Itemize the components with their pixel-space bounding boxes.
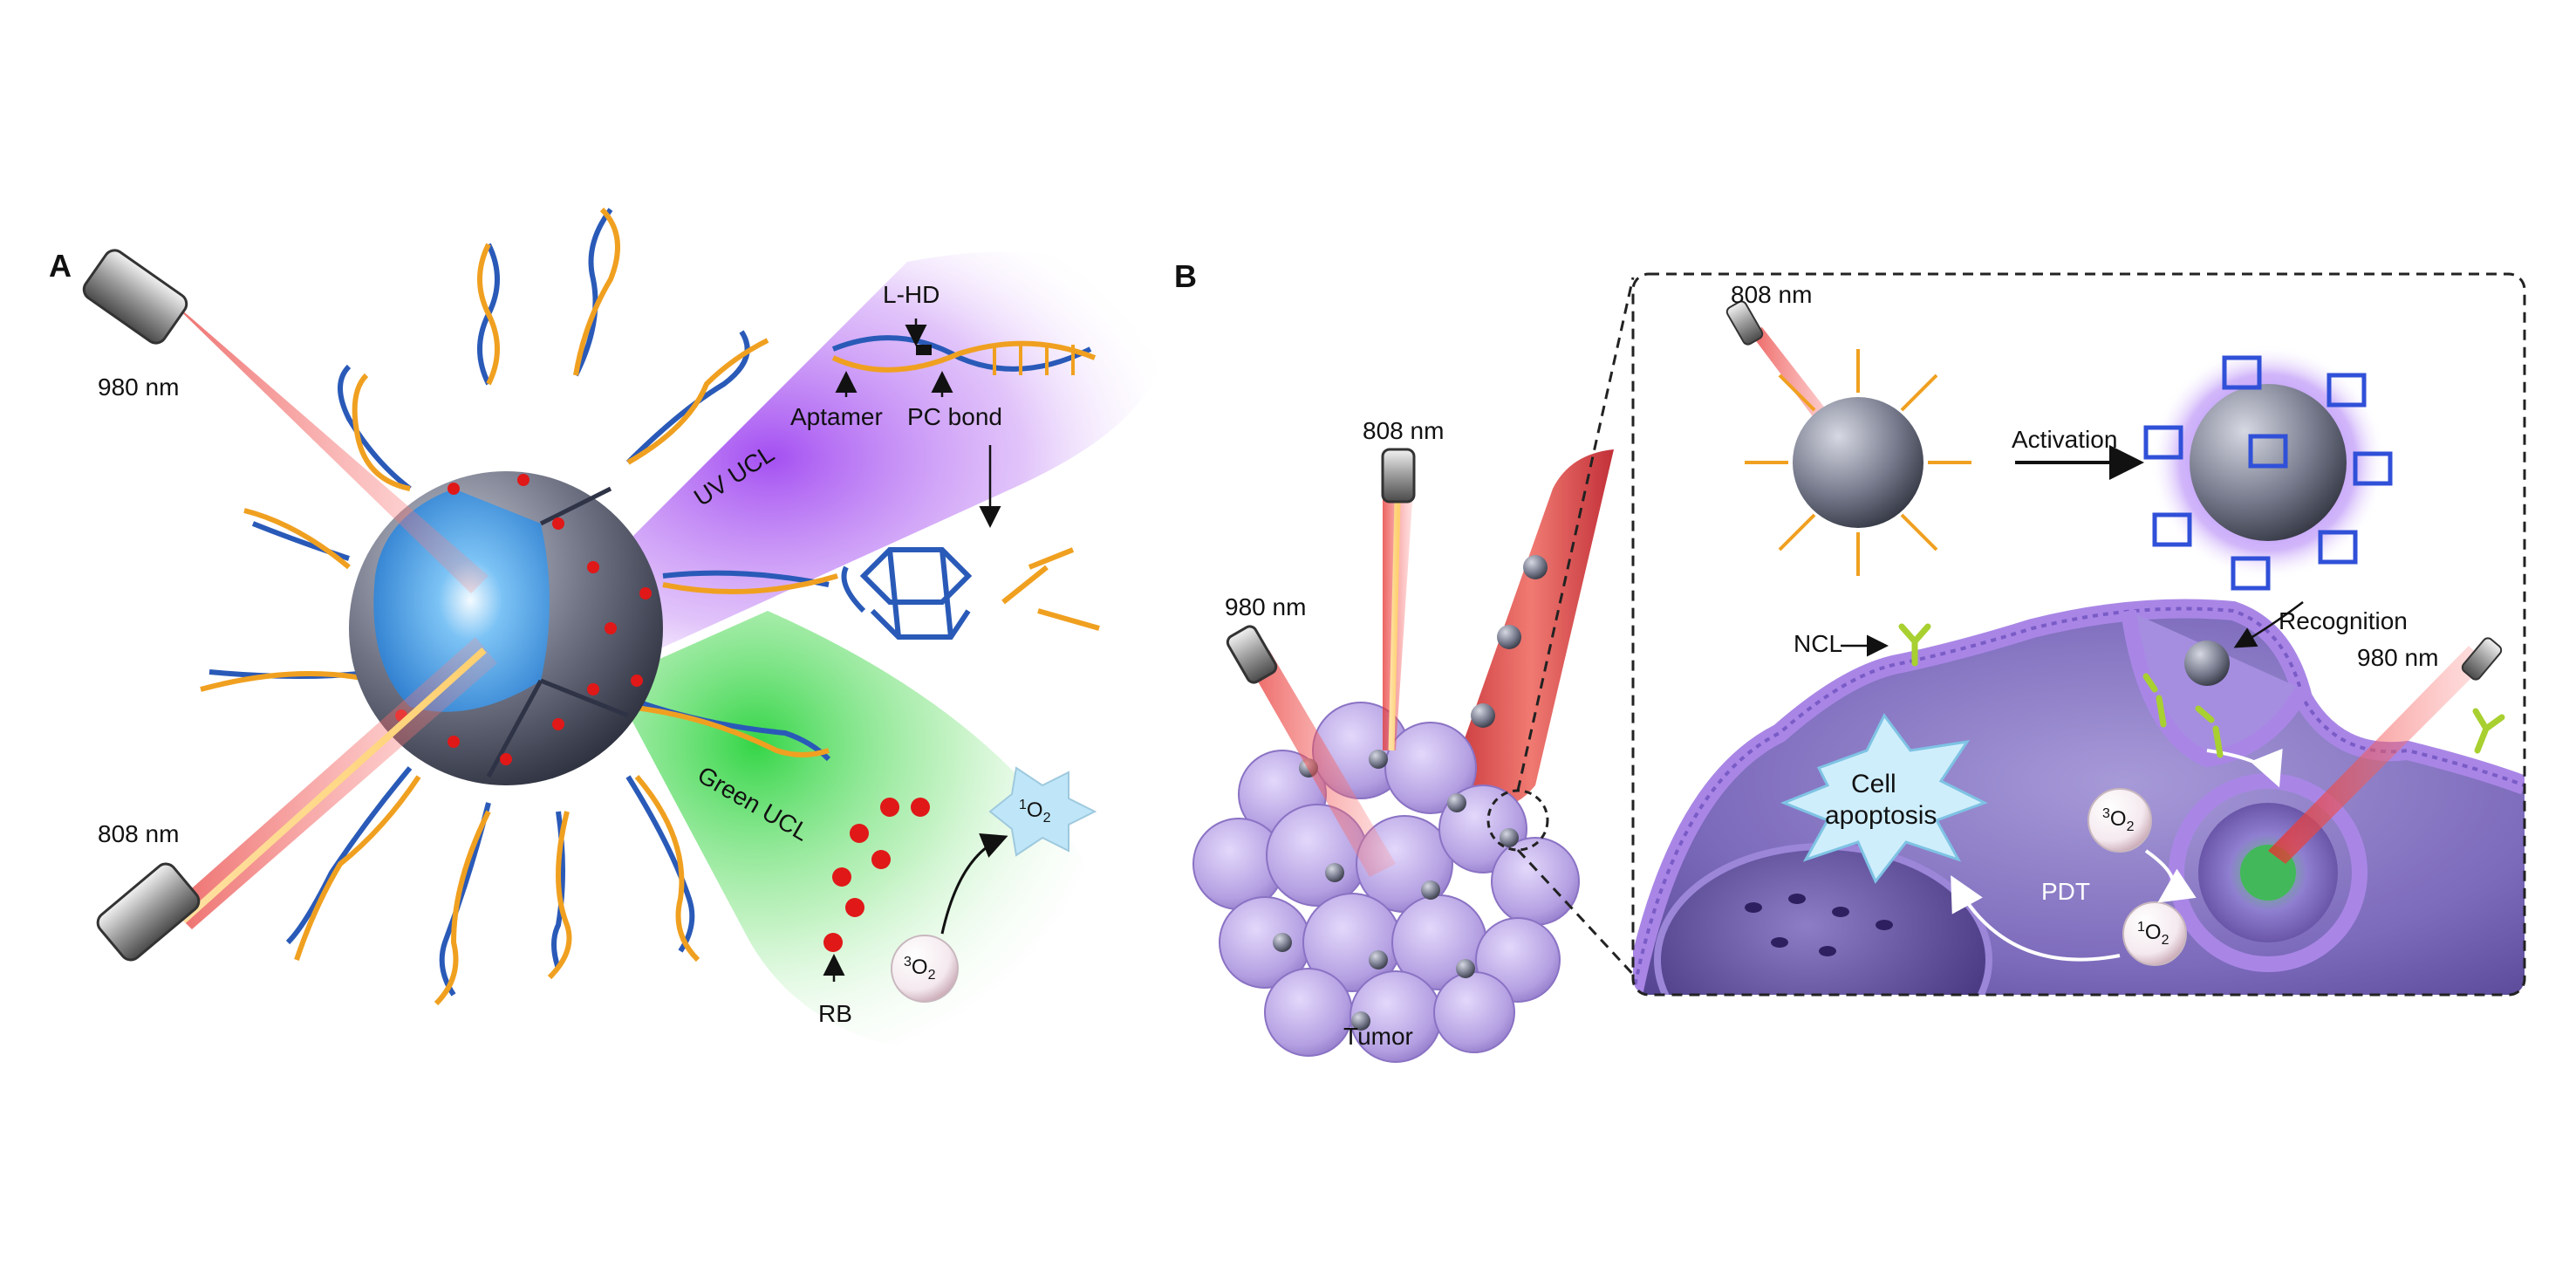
o2-singlet-symbol-b: O — [2144, 921, 2162, 944]
o2-ground-superscript-b: 3 — [2102, 806, 2110, 821]
tumor-laser-beams — [1247, 489, 1413, 877]
laser-980-a — [82, 249, 188, 345]
nanoparticle-core — [373, 489, 550, 712]
o2-singlet-subscript-a: 2 — [1042, 810, 1051, 826]
panel-a-letter: A — [49, 248, 72, 284]
arrows-l-hd — [835, 319, 1001, 528]
ground-oxygen-bubble-a — [891, 935, 959, 1003]
panel-b — [1192, 272, 2526, 1063]
np-before-activation-dna — [1745, 349, 1971, 576]
label-singlet-oxygen-a: 1O2 — [1019, 798, 1050, 826]
apoptosis-star — [1780, 713, 1988, 884]
o2-singlet-symbol-a: O — [1026, 798, 1043, 822]
ground-oxygen-bubble-b — [2087, 788, 2152, 853]
panel-b-letter: B — [1174, 258, 1197, 294]
laser-808-a — [96, 862, 201, 962]
o2-ground-symbol-b: O — [2109, 807, 2127, 831]
label-activation: Activation — [2012, 426, 2118, 453]
laser-980-inset — [2461, 637, 2503, 681]
inset-border — [1631, 272, 2526, 997]
label-ncl: NCL — [1794, 630, 1843, 657]
laser-beams-a — [166, 297, 497, 929]
label-ground-oxygen-b: 3O2 — [2102, 806, 2134, 835]
label-apoptosis: apoptosis — [1825, 801, 1937, 830]
oxygen-arrow-a — [940, 833, 1008, 935]
singlet-oxygen-bubble-b — [2122, 901, 2187, 966]
label-980-nm-tumor: 980 nm — [1225, 593, 1307, 620]
endocytic-pit — [2121, 609, 2310, 768]
pdt-arrow-to-apoptosis — [1951, 874, 2121, 962]
label-808-nm-a: 808 nm — [98, 820, 180, 847]
shell-crack-lines — [486, 486, 629, 778]
label-pc-bond: PC bond — [907, 403, 1002, 430]
pdt-arrow-down — [2144, 849, 2197, 903]
ncl-receptors — [1898, 623, 2505, 758]
activated-quadruplexes — [2143, 355, 2393, 591]
recognition-nanoparticle — [2184, 641, 2230, 686]
inset-panel — [1631, 272, 2526, 997]
vessel-nanoparticles — [1471, 555, 1548, 728]
laser-808-inset — [1725, 300, 1764, 346]
activated-np — [2190, 384, 2347, 541]
cell-membrane-inner — [1633, 606, 2525, 995]
laser-808-tumor — [1381, 448, 1416, 504]
l-hd-duplex — [831, 335, 1097, 375]
nucleus — [1654, 843, 1992, 995]
np-before-activation — [1793, 397, 1923, 528]
uv-ucl-glow — [558, 251, 1164, 663]
laser-980-tumor — [1226, 625, 1278, 684]
singlet-oxygen-star-a — [988, 766, 1097, 857]
label-recognition: Recognition — [2279, 607, 2408, 634]
o2-singlet-superscript-b: 1 — [2137, 920, 2145, 935]
recognition-arrow — [2233, 600, 2304, 648]
o2-ground-subscript-b: 2 — [2126, 819, 2135, 834]
label-808-nm-inset: 808 nm — [1731, 281, 1813, 308]
label-808-nm-tumor: 808 nm — [1363, 417, 1445, 444]
dna-strands-a — [200, 207, 838, 1006]
rb-molecules — [823, 798, 930, 952]
label-cell: Cell — [1851, 770, 1896, 798]
o2-ground-subscript-a: 2 — [927, 967, 936, 983]
label-980-nm-a: 980 nm — [98, 373, 180, 401]
zoom-lines — [1516, 277, 1650, 993]
panel-a — [82, 207, 1164, 1056]
label-rb: RB — [818, 1000, 852, 1027]
cleaved-fragments-a — [1001, 547, 1100, 631]
g-quadruplex-a — [841, 547, 973, 640]
o2-ground-superscript-a: 3 — [904, 955, 912, 969]
label-ground-oxygen-a: 3O2 — [904, 955, 935, 983]
inset-980-beam — [2268, 646, 2486, 864]
label-l-hd: L-HD — [883, 281, 940, 308]
label-singlet-oxygen-b: 1O2 — [2137, 920, 2169, 949]
nuclear-pores — [1745, 894, 1893, 956]
o2-ground-symbol-a: O — [911, 956, 928, 979]
label-980-nm-inset: 980 nm — [2357, 644, 2439, 671]
label-pdt: PDT — [2041, 878, 2090, 905]
label-aptamer: Aptamer — [790, 403, 883, 430]
label-tumor: Tumor — [1343, 1023, 1413, 1050]
o2-singlet-superscript-a: 1 — [1019, 798, 1027, 812]
o2-singlet-subscript-b: 2 — [2161, 932, 2169, 948]
